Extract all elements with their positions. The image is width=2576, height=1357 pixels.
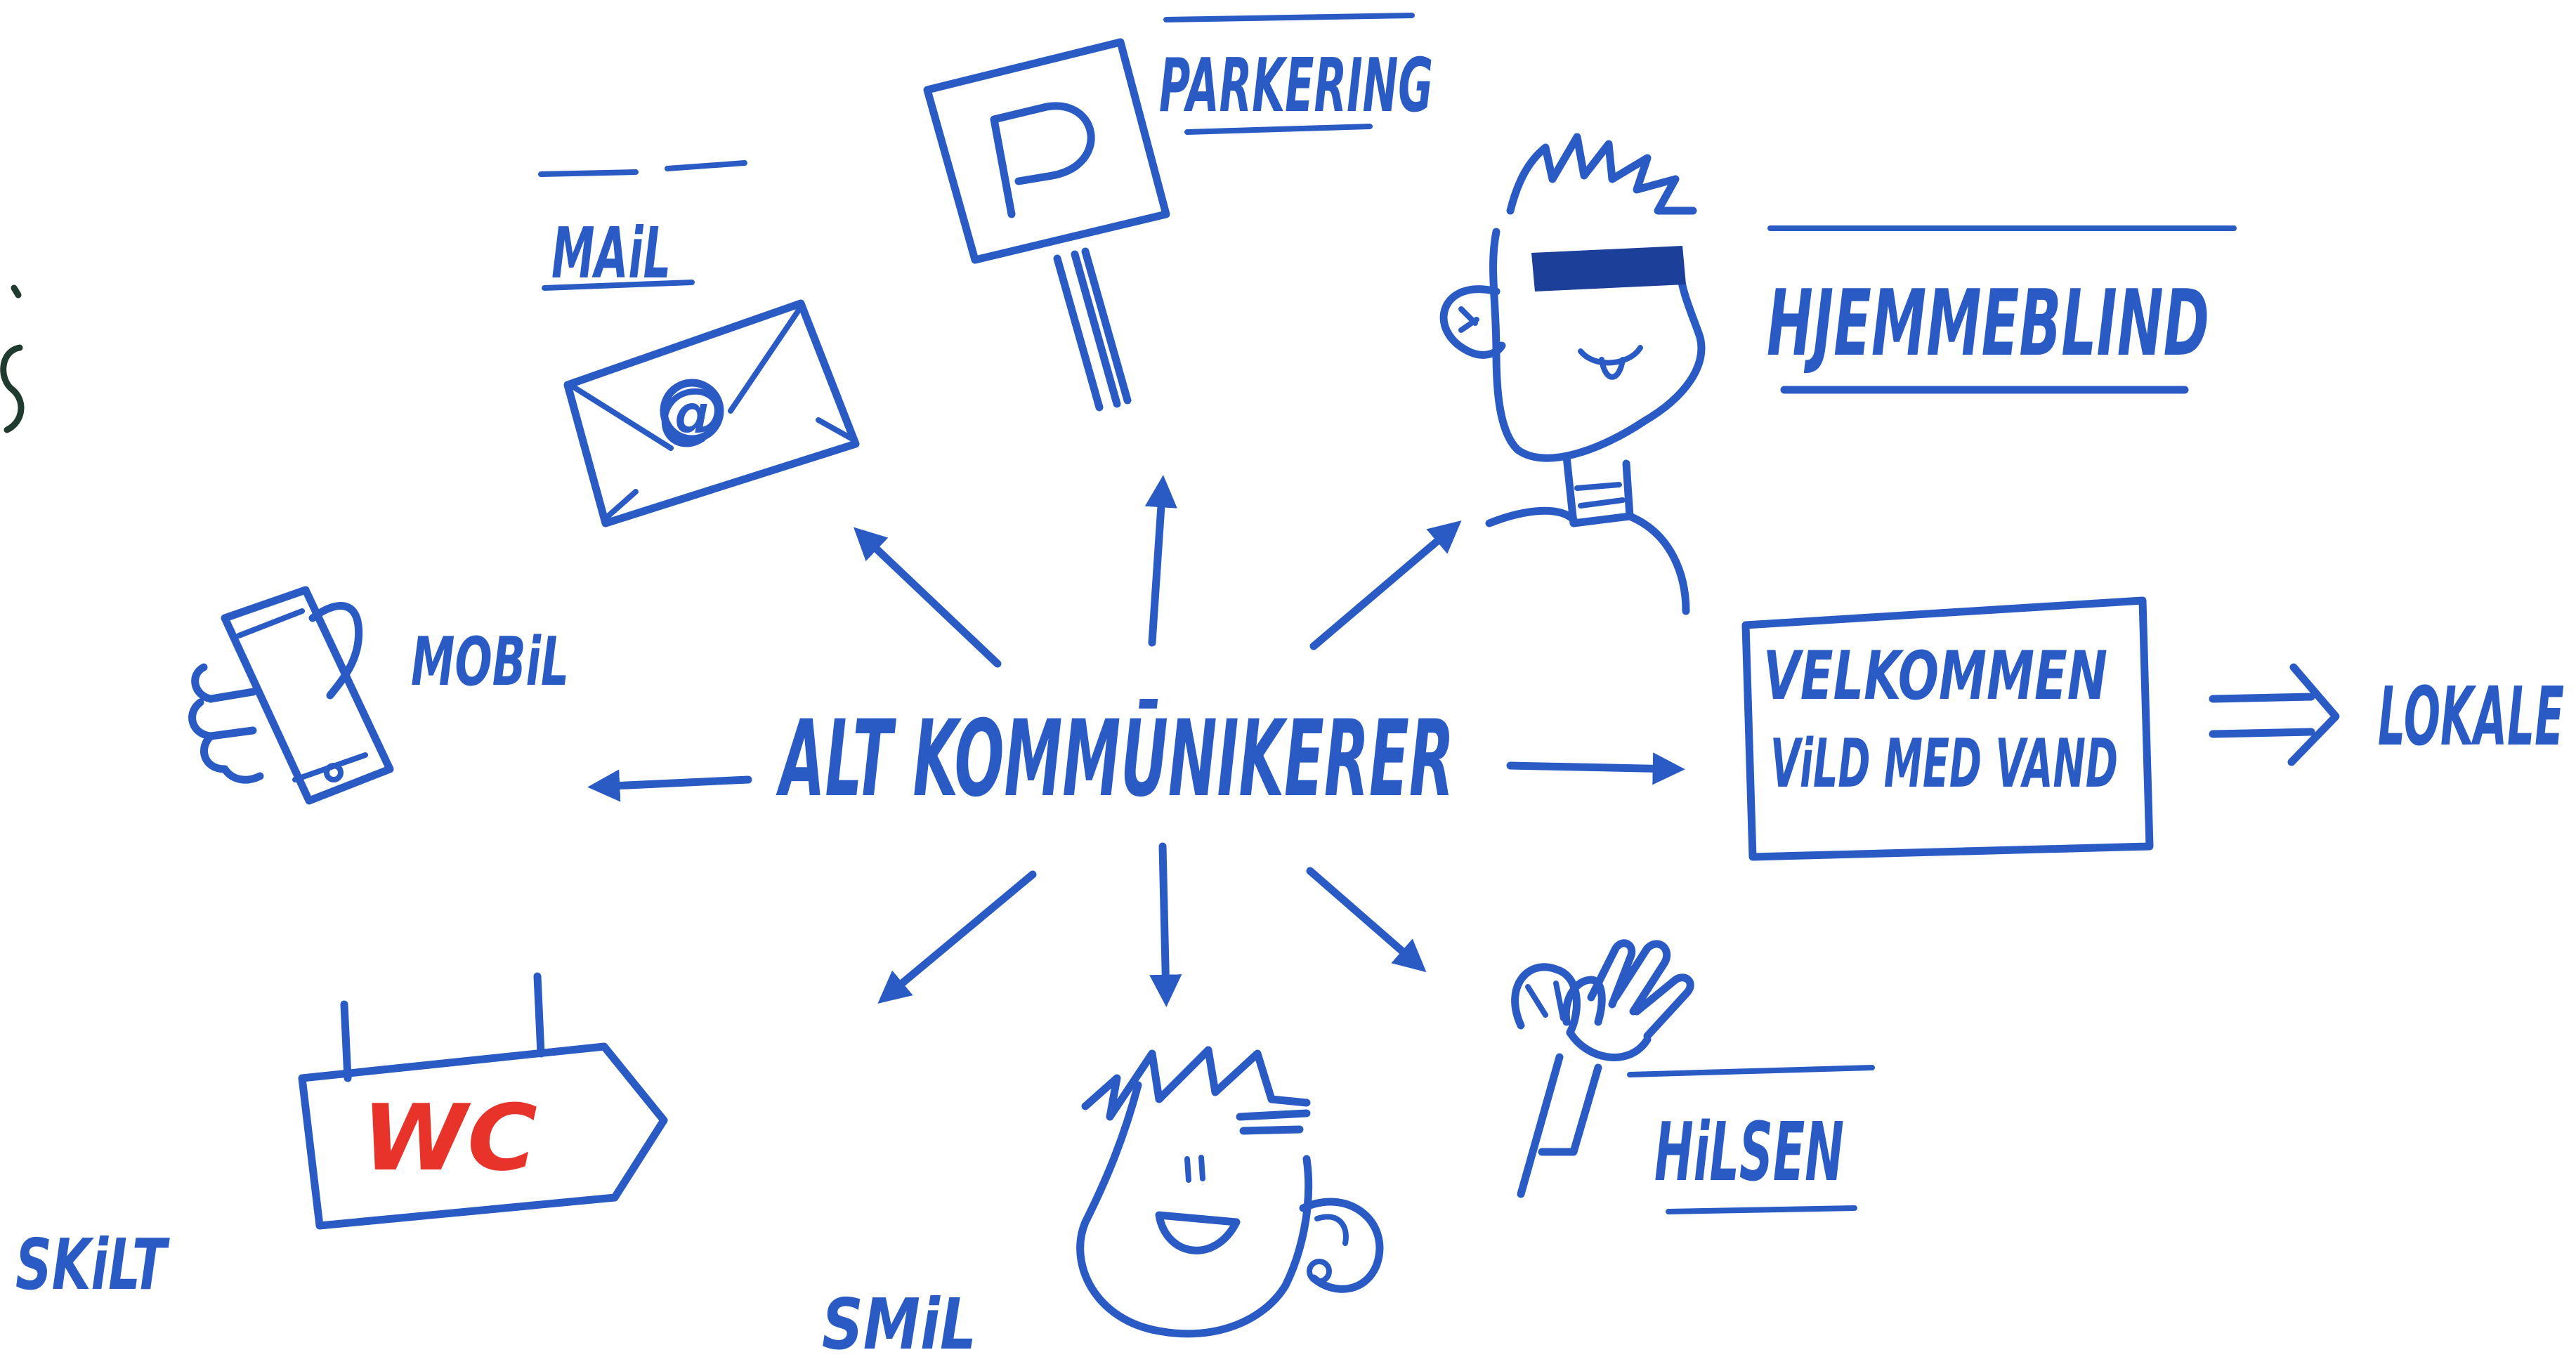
center-label: ALT KOMMŪNIKERER [776, 698, 1454, 820]
parkering-overline [1163, 13, 1415, 22]
hand-holding-phone-icon [188, 586, 394, 805]
smiling-face-icon [1076, 1046, 1384, 1338]
arrow-to-hjemmeblind [1309, 520, 1462, 650]
hilsen-label: HiLSEN [1654, 1106, 1844, 1200]
parking-sign-icon: P [923, 38, 1170, 412]
wc-sign-text: WC [362, 1084, 537, 1191]
velkommen-line1: VELKOMMEN [1763, 638, 2107, 715]
hilsen-underline [1666, 1205, 1857, 1214]
skilt-node: WC SKiLT [15, 972, 668, 1306]
skilt-label: SKiLT [15, 1224, 170, 1306]
parkering-label: PARKERING [1159, 43, 1433, 129]
velkommen-line2: ViLD MED VAND [1770, 726, 2118, 803]
arrow-to-mobil [587, 769, 752, 802]
arrow-to-hilsen [1306, 867, 1427, 973]
arrow-to-mail [853, 527, 1002, 668]
envelope-at-icon: @ [563, 299, 860, 527]
margin-marks [0, 284, 25, 433]
mobil-label: MOBiL [411, 624, 569, 701]
blindfold-band [1531, 246, 1686, 291]
smil-label: SMiL [822, 1283, 976, 1357]
waving-hand-icon [1511, 939, 1694, 1198]
blindfolded-person-icon [1439, 133, 1706, 615]
parkering-underline [1184, 124, 1373, 135]
parking-sign-glyph: P [1005, 96, 1087, 227]
wc-sign-icon: WC [298, 972, 668, 1230]
velkommen-box [1741, 596, 2154, 861]
arrow-to-skilt [877, 870, 1037, 1004]
velkommen-node: VELKOMMEN ViLD MED VAND [1741, 596, 2154, 861]
hilsen-node: HiLSEN [1511, 939, 1875, 1214]
mail-label: MAiL [551, 212, 671, 294]
lokale-label: LOKALE [2378, 670, 2564, 764]
arrow-to-velkommen [1506, 752, 1685, 785]
mail-underline [542, 280, 695, 291]
hilsen-overline [1627, 1065, 1875, 1077]
arrow-to-parkering [1144, 475, 1177, 647]
connection-arrows [587, 475, 1685, 1007]
mail-overline [538, 160, 747, 177]
envelope-at-glyph: @ [659, 374, 726, 452]
mobil-node: MOBiL [188, 586, 569, 805]
double-arrow-icon [2209, 663, 2340, 766]
mail-node: MAiL @ [538, 160, 860, 527]
hjemmeblind-node: HJEMMEBLIND [1439, 133, 2237, 615]
parkering-node: PARKERING P [923, 13, 1433, 412]
smil-node: SMiL [822, 1046, 1384, 1357]
hjemmeblind-label: HJEMMEBLIND [1767, 270, 2209, 376]
lokale-node: LOKALE [2209, 663, 2564, 766]
arrow-to-smil [1149, 842, 1182, 1007]
